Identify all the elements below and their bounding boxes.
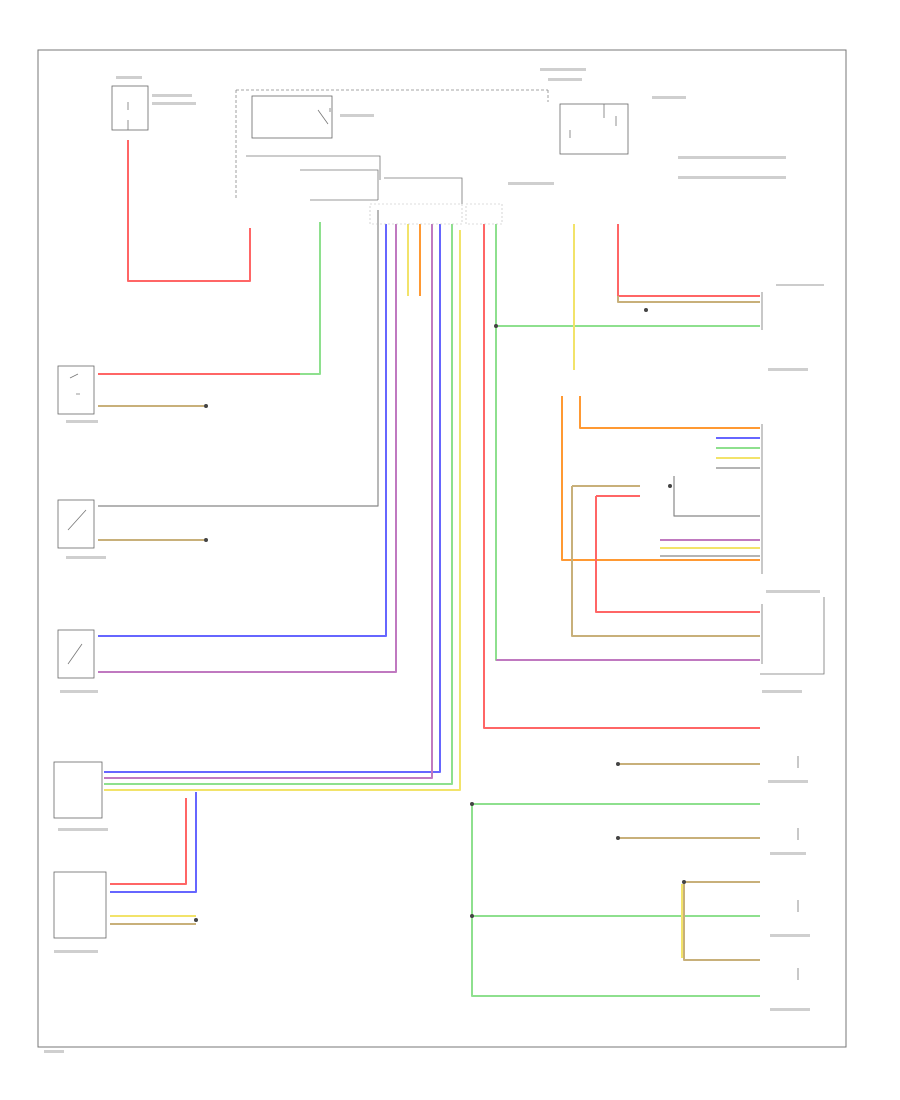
annotation-mark xyxy=(54,950,98,953)
annotation-mark xyxy=(678,156,786,159)
annotation-mark xyxy=(652,96,686,99)
splice-dot-icon xyxy=(194,918,198,922)
connector-pins xyxy=(369,203,503,225)
splice-dot-icon xyxy=(616,836,620,840)
wire-tan-module xyxy=(571,485,760,637)
annotation-mark xyxy=(678,176,786,179)
blurred-annotations xyxy=(44,68,820,1053)
wire-tan-sensor-front xyxy=(618,763,760,839)
diagram-frame xyxy=(37,49,847,1048)
annotation-mark xyxy=(152,94,192,97)
splice-dot-icon xyxy=(616,762,620,766)
annotation-mark xyxy=(340,114,374,117)
annotation-mark xyxy=(60,690,98,693)
junction-box-outline xyxy=(235,89,549,198)
switch-icon xyxy=(67,509,87,531)
junction-box-lines xyxy=(569,104,617,138)
splice-dot-icon xyxy=(668,484,672,488)
wire-gray-handbrake xyxy=(98,210,379,507)
switch-icon xyxy=(67,643,83,665)
wire-violet-cluster-2 xyxy=(104,224,433,779)
connector-icon xyxy=(369,203,463,225)
relay-box xyxy=(251,95,333,139)
wire-red-dsc-module xyxy=(483,224,760,729)
connector-icon xyxy=(465,203,503,225)
fluid-level-switch-component xyxy=(57,629,95,679)
annotation-mark xyxy=(66,556,106,559)
splice-dot-icon xyxy=(470,802,474,806)
wire-orange-module xyxy=(561,396,760,561)
splice-dot-icon xyxy=(204,538,208,542)
fuse-panel-outline xyxy=(246,155,381,201)
wire-red-central xyxy=(110,798,187,885)
wire-green-brake-switch xyxy=(98,222,321,375)
wire-red-fuse-right xyxy=(617,224,760,297)
annotation-mark xyxy=(548,78,582,81)
wire-blue-central xyxy=(110,792,197,893)
wire-red-module xyxy=(595,495,760,613)
splice-dot-icon xyxy=(644,308,648,312)
wire-green-cluster xyxy=(104,224,453,785)
hot-at-all-times-fuse-box xyxy=(111,85,149,131)
annotation-mark xyxy=(116,76,142,79)
handbrake-switch-component xyxy=(57,499,95,549)
annotation-mark xyxy=(540,68,586,71)
wire-red-battery xyxy=(127,140,251,282)
wire-yellow-cluster-2 xyxy=(104,230,461,791)
wire-green-ground-main xyxy=(495,224,760,661)
splice-dot-icon xyxy=(204,404,208,408)
splice-dot-icon xyxy=(470,914,474,918)
electrical-junction-box xyxy=(559,103,629,155)
wire-tan-fuse-right xyxy=(617,296,760,303)
module-right-bracket xyxy=(760,597,825,675)
annotation-mark xyxy=(762,690,802,693)
wire-violet-fluid-level xyxy=(98,224,397,673)
wire-green-ground-lower xyxy=(471,803,760,997)
annotation-mark xyxy=(770,934,810,937)
splice-dot-icon xyxy=(682,880,686,884)
wire-tan-rear-sensor xyxy=(683,881,760,961)
annotation-mark xyxy=(66,420,98,423)
annotation-mark xyxy=(768,780,808,783)
annotation-mark xyxy=(152,102,196,105)
annotation-mark xyxy=(58,828,108,831)
instrument-cluster-component xyxy=(53,761,103,819)
wires xyxy=(98,140,760,997)
relay-switch-icon xyxy=(317,108,331,125)
annotation-mark xyxy=(770,852,806,855)
annotation-mark xyxy=(44,1050,64,1053)
annotation-mark xyxy=(508,182,554,185)
wire-blue-cluster xyxy=(104,224,441,773)
splice-dot-icon xyxy=(494,324,498,328)
annotation-mark xyxy=(766,590,820,593)
central-gateway-module-component xyxy=(53,871,107,939)
splice-dots xyxy=(194,308,686,922)
annotation-mark xyxy=(768,368,808,371)
wire-blue-fluid-level xyxy=(98,224,387,637)
switch-icon xyxy=(69,373,80,395)
brake-light-switch-component xyxy=(57,365,95,415)
instrument-cluster-connector-top xyxy=(384,177,463,204)
annotation-mark xyxy=(770,1008,810,1011)
wire-gray-module xyxy=(673,467,760,517)
